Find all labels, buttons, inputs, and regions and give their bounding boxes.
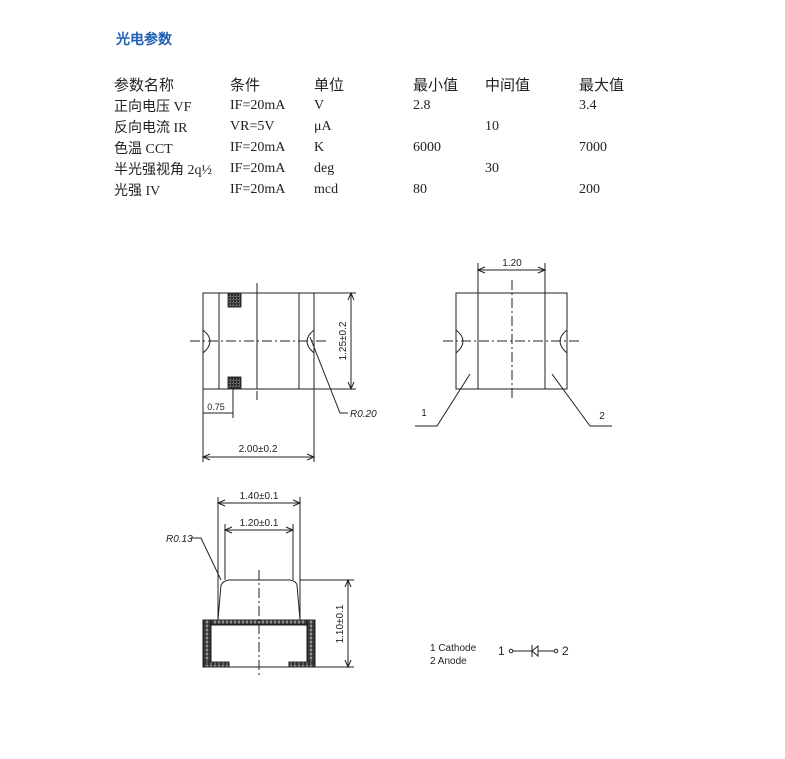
table-row: 正向电压 VF IF=20mA V 2.8 3.4 — [114, 95, 639, 116]
section-title: 光电参数 — [116, 32, 172, 48]
pad-marking — [227, 293, 242, 308]
dim-bottom-width: 1.20 — [502, 258, 522, 269]
arrow — [201, 453, 211, 461]
table-row: 色温 CCT IF=20mA K 6000 7000 — [114, 137, 639, 158]
arrow — [537, 266, 547, 274]
terminal-bottom-right — [288, 661, 316, 668]
arrow — [347, 291, 355, 301]
top-view-drawing: 1.25±0.2 2.00±0.2 0.75 R0.20 — [190, 283, 377, 462]
symbol-terminal — [553, 648, 559, 654]
cell-unit: V — [314, 97, 325, 113]
arrow — [344, 578, 352, 588]
cell-max: 200 — [579, 181, 600, 197]
table-header-row: 参数名称 条件 单位 最小值 中间值 最大值 — [114, 74, 639, 95]
cell-condition: IF=20mA — [230, 139, 286, 155]
cell-param: 正向电压 VF — [114, 99, 192, 115]
bottom-view-drawing: 1.20 1 2 — [415, 258, 612, 427]
dim-side-height: 1.10±0.1 — [335, 604, 346, 643]
pin2-label: 2 — [599, 411, 605, 422]
cell-condition: IF=20mA — [230, 160, 286, 176]
dim-pad: 0.75 — [207, 402, 225, 412]
symbol-pin2: 2 — [562, 644, 569, 658]
header-min: 最小值 — [413, 76, 459, 94]
cell-min: 2.8 — [413, 97, 431, 113]
header-typ: 中间值 — [485, 76, 531, 94]
arrow — [285, 526, 295, 534]
header-unit: 单位 — [314, 76, 345, 94]
cell-condition: IF=20mA — [230, 97, 286, 113]
terminal-left — [202, 619, 212, 668]
arrow — [476, 266, 486, 274]
pin-legend: 1 Cathode 2 Anode 1 2 — [430, 643, 569, 667]
side-view-drawing: 1.40±0.1 1.20±0.1 1.10±0.1 R0.13 — [166, 491, 354, 676]
pin2-leader — [551, 373, 612, 427]
dim-side-radius: R0.13 — [166, 534, 193, 545]
cell-condition: VR=5V — [230, 118, 275, 134]
arrow — [216, 499, 226, 507]
dim-side-outer: 1.40±0.1 — [240, 491, 279, 502]
parameter-table: 参数名称 条件 单位 最小值 中间值 最大值 正向电压 VF IF=20mA V… — [114, 74, 639, 200]
arrow — [347, 381, 355, 391]
table-row: 反向电流 IR VR=5V μA 10 — [114, 116, 639, 137]
cell-param: 光强 IV — [114, 183, 161, 199]
terminal-bottom-left — [202, 661, 230, 668]
cell-param: 反向电流 IR — [114, 120, 188, 136]
cell-typ: 30 — [485, 160, 499, 176]
legend-cathode: 1 Cathode — [430, 643, 477, 654]
dim-top-height: 1.25±0.2 — [338, 321, 349, 360]
cell-param: 色温 CCT — [114, 141, 173, 157]
dim-top-width: 2.00±0.2 — [239, 444, 278, 455]
header-param-name: 参数名称 — [114, 76, 175, 94]
cell-unit: mcd — [314, 181, 339, 197]
cell-max: 7000 — [579, 139, 607, 155]
arrow — [344, 659, 352, 669]
pad-marking — [227, 376, 242, 389]
radius-leader — [191, 537, 222, 581]
dim-side-inner: 1.20±0.1 — [240, 518, 279, 529]
table-row: 光强 IV IF=20mA mcd 80 200 — [114, 179, 639, 200]
arrow — [306, 453, 316, 461]
cell-typ: 10 — [485, 118, 499, 134]
cell-min: 80 — [413, 181, 427, 197]
cell-max: 3.4 — [579, 97, 597, 113]
pin1-label: 1 — [421, 408, 427, 419]
header-max: 最大值 — [579, 76, 625, 94]
pin1-leader — [415, 373, 471, 427]
arrow — [223, 526, 233, 534]
terminal-right — [306, 619, 316, 668]
cell-min: 6000 — [413, 139, 441, 155]
cell-condition: IF=20mA — [230, 181, 286, 197]
cell-unit: μA — [314, 118, 332, 134]
cell-param: 半光强视角 2q½ — [114, 162, 212, 178]
header-condition: 条件 — [230, 76, 261, 94]
cell-unit: K — [314, 139, 325, 155]
cell-unit: deg — [314, 160, 335, 176]
table-row: 半光强视角 2q½ IF=20mA deg 30 — [114, 158, 639, 179]
symbol-pin1: 1 — [498, 644, 505, 658]
symbol-terminal — [508, 648, 514, 654]
radius-leader — [309, 336, 348, 414]
dim-top-radius: R0.20 — [350, 409, 377, 420]
legend-anode: 2 Anode — [430, 656, 467, 667]
arrow — [292, 499, 302, 507]
